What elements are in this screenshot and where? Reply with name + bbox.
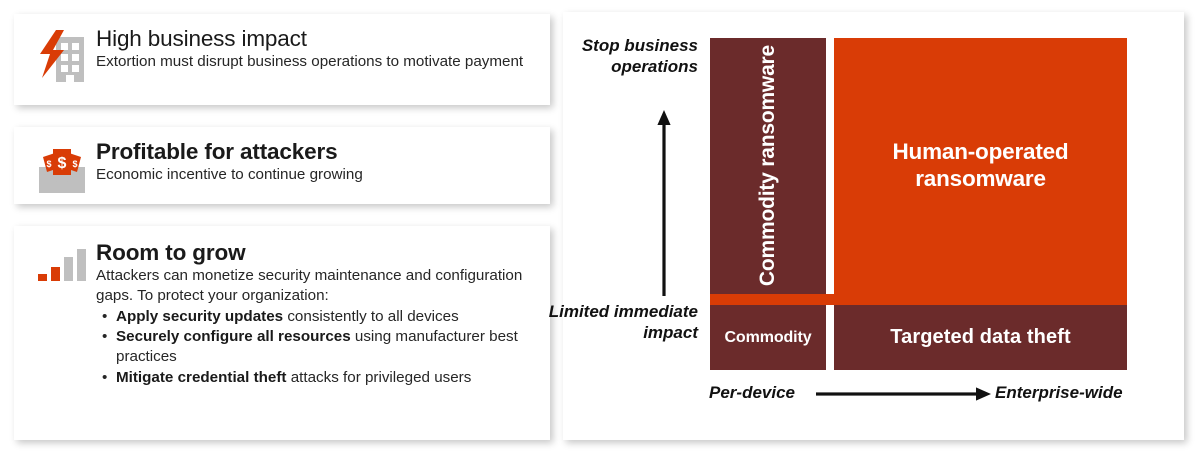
- y-axis-bottom-label: Limited immediate impact: [548, 302, 698, 342]
- matrix-cell-commodity[interactable]: Commodity: [710, 305, 826, 370]
- x-axis-right-label: Enterprise-wide: [995, 383, 1123, 402]
- bar-chart-icon: [28, 244, 96, 302]
- card-body: Room to grow Attackers can monetize secu…: [96, 240, 540, 387]
- list-item: • Mitigate credential theft attacks for p…: [96, 368, 540, 388]
- y-axis-arrow-icon: [657, 110, 671, 296]
- matrix-cell-targeted-data-theft[interactable]: Targeted data theft: [834, 305, 1127, 370]
- card-description: Attackers can monetize security maintena…: [96, 267, 523, 304]
- list-item-emphasis: Securely configure all resources: [116, 328, 351, 346]
- matrix-cell-human-operated-ransomware[interactable]: Human-operated ransomware: [834, 38, 1127, 294]
- list-item: • Securely configure all resources using …: [96, 327, 540, 366]
- feature-cards-column: High business impact Extortion must disr…: [14, 14, 550, 440]
- matrix-cell-label: Commodity ransomware: [756, 45, 780, 287]
- building-lightning-icon: [28, 28, 96, 86]
- list-item-emphasis: Mitigate credential theft: [116, 368, 287, 386]
- svg-text:$: $: [46, 159, 51, 169]
- y-axis-top-label: Stop business operations: [581, 36, 698, 76]
- matrix-cell-label: Commodity: [724, 328, 812, 346]
- list-item-text: attacks for privileged users: [286, 368, 472, 386]
- ransomware-impact-matrix-panel: Stop business operations Limited immedia…: [549, 12, 1184, 440]
- card-high-business-impact[interactable]: High business impact Extortion must disr…: [14, 14, 550, 105]
- matrix-cell-label: Targeted data theft: [890, 326, 1071, 348]
- matrix-grid: Commodity ransomware Human-operated rans…: [710, 38, 1127, 370]
- card-description: Extortion must disrupt business operatio…: [96, 53, 524, 71]
- card-title: High business impact: [96, 26, 307, 51]
- matrix-cell-label: Human-operated ransomware: [892, 139, 1069, 191]
- svg-text:$: $: [72, 159, 77, 169]
- bullet-marker: •: [102, 368, 108, 386]
- card-body: High business impact Extortion must disr…: [96, 26, 540, 72]
- card-title: Profitable for attackers: [96, 139, 338, 164]
- money-envelope-icon: $ $ $: [28, 141, 96, 199]
- recommendation-list: • Apply security updates consistently to …: [96, 307, 540, 387]
- matrix-cell-commodity-ransomware[interactable]: Commodity ransomware: [710, 38, 826, 294]
- bullet-marker: •: [102, 328, 108, 346]
- bullet-marker: •: [102, 307, 108, 325]
- x-axis-left-label: Per-device: [709, 383, 795, 402]
- x-axis-arrow-icon: [816, 386, 991, 402]
- list-item-text: consistently to all devices: [283, 307, 459, 325]
- svg-text:$: $: [58, 155, 67, 172]
- list-item-text: using manufacturer best practices: [116, 328, 518, 365]
- card-room-to-grow[interactable]: Room to grow Attackers can monetize secu…: [14, 226, 550, 440]
- matrix-row-divider: [710, 294, 1127, 305]
- card-profitable-for-attackers[interactable]: $ $ $ Profitable for attackers Economic …: [14, 127, 550, 204]
- card-title: Room to grow: [96, 240, 246, 265]
- card-body: Profitable for attackers Economic incent…: [96, 139, 540, 185]
- list-item-emphasis: Apply security updates: [116, 307, 284, 325]
- card-description: Economic incentive to continue growing: [96, 166, 363, 184]
- list-item: • Apply security updates consistently to …: [96, 307, 540, 327]
